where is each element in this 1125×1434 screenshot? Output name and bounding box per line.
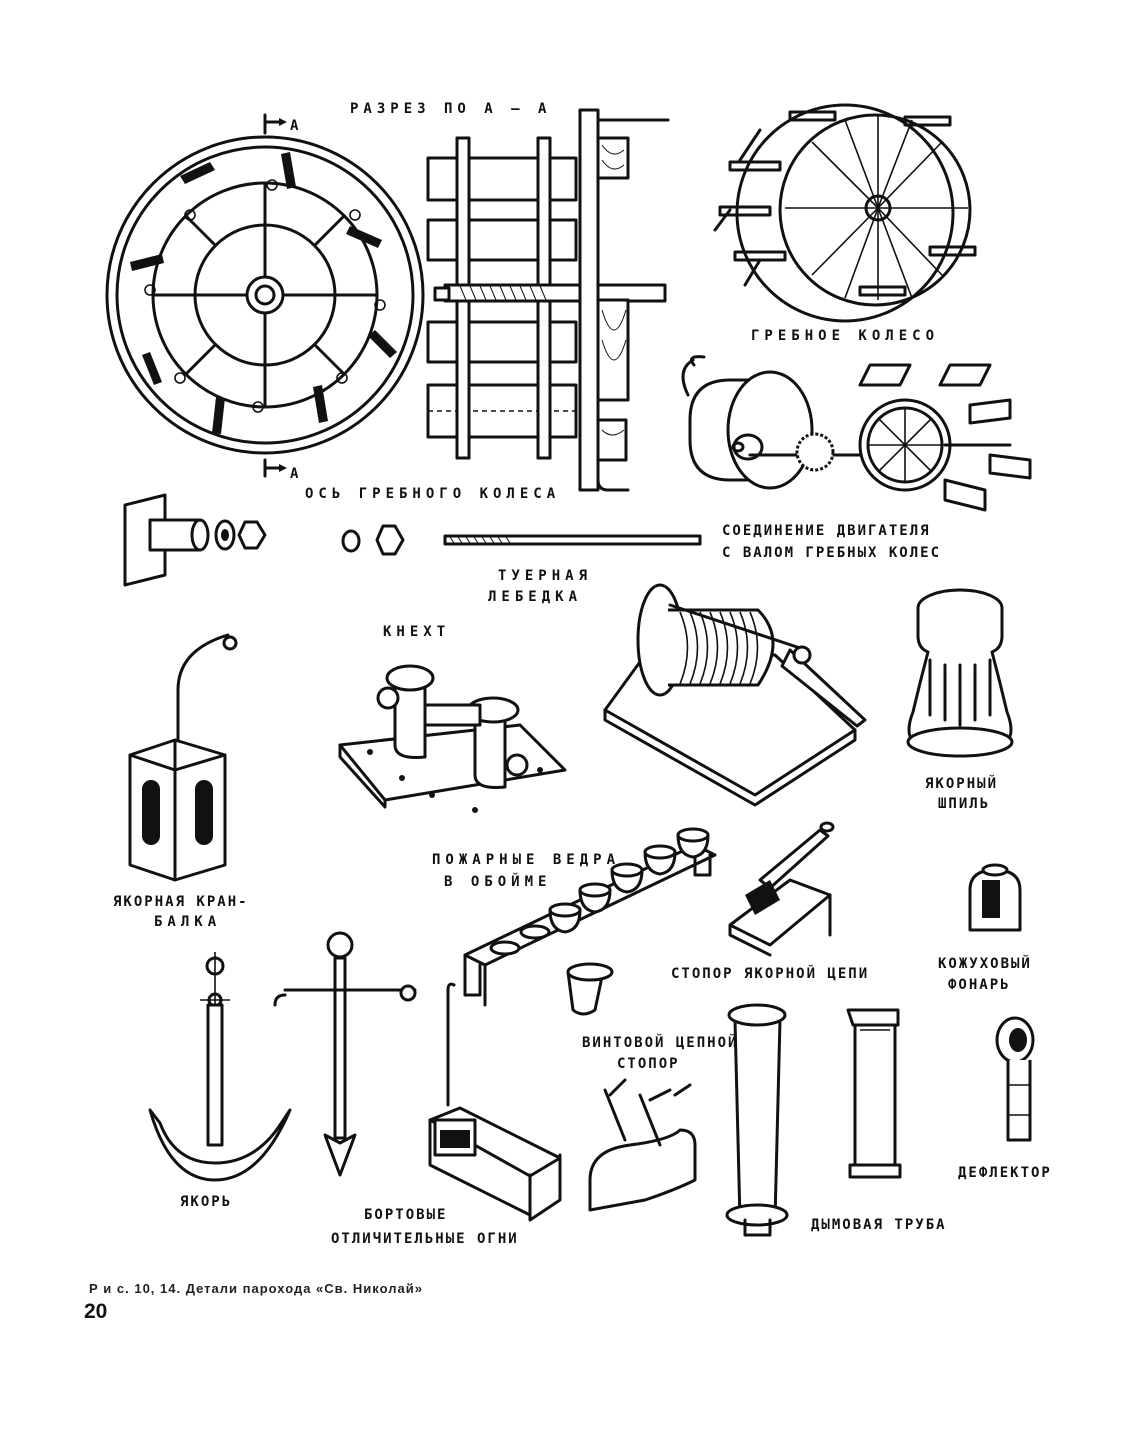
label-smokestack: ДЫМОВАЯ ТРУБА bbox=[811, 1217, 947, 1233]
paddle-wheel-perspective bbox=[713, 103, 977, 323]
bollard bbox=[338, 664, 567, 813]
page-number: 20 bbox=[84, 1300, 108, 1323]
fire-buckets-rack bbox=[463, 827, 717, 1016]
label-cased-lantern-line2: ФОНАРЬ bbox=[948, 977, 1011, 993]
label-cased-lantern-line1: КОЖУХОВЫЙ bbox=[938, 955, 1032, 972]
anchor-davit bbox=[128, 633, 238, 882]
label-anchor: ЯКОРЬ bbox=[180, 1194, 232, 1210]
funnel bbox=[846, 1008, 902, 1179]
label-fire-buckets-line2: В ОБОЙМЕ bbox=[444, 873, 551, 890]
anchor-chain-stopper bbox=[728, 821, 835, 957]
anchor-capstan bbox=[906, 588, 1014, 758]
cased-lantern bbox=[968, 863, 1022, 932]
paddle-axle-parts bbox=[123, 493, 702, 587]
label-bollard: КНЕХТ bbox=[383, 624, 450, 640]
paddle-wheel-front-view bbox=[105, 113, 425, 478]
label-deflector: ДЕФЛЕКТОР bbox=[958, 1165, 1052, 1181]
label-tuer-winch-line2: ЛЕБЕДКА bbox=[488, 589, 582, 605]
label-screw-stopper-line1: ВИНТОВОЙ ЦЕПНОЙ bbox=[582, 1034, 738, 1051]
tuer-winch bbox=[603, 583, 867, 807]
label-section-mark-top: А bbox=[290, 118, 303, 134]
smokestack bbox=[725, 1003, 789, 1237]
label-capstan-line2: ШПИЛЬ bbox=[938, 796, 990, 812]
label-engine-connection-line2: С ВАЛОМ ГРЕБНЫХ КОЛЕС bbox=[722, 545, 941, 561]
label-chain-stopper: СТОПОР ЯКОРНОЙ ЦЕПИ bbox=[671, 965, 869, 982]
engine-shaft-connection bbox=[681, 355, 1032, 512]
label-tuer-winch-line1: ТУЕРНАЯ bbox=[498, 568, 592, 584]
label-anchor-davit-line1: ЯКОРНАЯ КРАН- bbox=[113, 894, 249, 910]
label-side-lights-line2: ОТЛИЧИТЕЛЬНЫЕ ОГНИ bbox=[331, 1231, 519, 1247]
label-anchor-davit-line2: БАЛКА bbox=[154, 914, 221, 930]
label-side-lights-line1: БОРТОВЫЕ bbox=[364, 1207, 447, 1223]
label-paddle-wheel: ГРЕБНОЕ КОЛЕСО bbox=[751, 328, 939, 344]
side-lights bbox=[428, 982, 562, 1222]
deflector bbox=[995, 1016, 1035, 1142]
label-engine-connection-line1: СОЕДИНЕНИЕ ДВИГАТЕЛЯ bbox=[722, 523, 931, 539]
label-section-mark-bottom: А bbox=[290, 466, 303, 482]
screw-chain-stopper bbox=[588, 1078, 697, 1212]
label-fire-buckets-line1: ПОЖАРНЫЕ ВЕДРА bbox=[432, 852, 620, 868]
label-capstan-line1: ЯКОРНЫЙ bbox=[925, 775, 998, 792]
label-screw-stopper-line2: СТОПОР bbox=[617, 1056, 680, 1072]
figure-caption: Р и с. 10, 14. Детали парохода «Св. Нико… bbox=[89, 1281, 423, 1296]
labels: РАЗРЕЗ ПО А – А А А ГРЕБНОЕ КОЛЕСО ОСЬ Г… bbox=[113, 101, 1052, 1247]
section-a-a-view bbox=[426, 108, 670, 492]
admiralty-anchor bbox=[273, 931, 417, 1177]
label-section-a-a: РАЗРЕЗ ПО А – А bbox=[350, 101, 551, 117]
anchor bbox=[148, 952, 292, 1182]
label-paddle-axle: ОСЬ ГРЕБНОГО КОЛЕСА bbox=[305, 486, 560, 502]
